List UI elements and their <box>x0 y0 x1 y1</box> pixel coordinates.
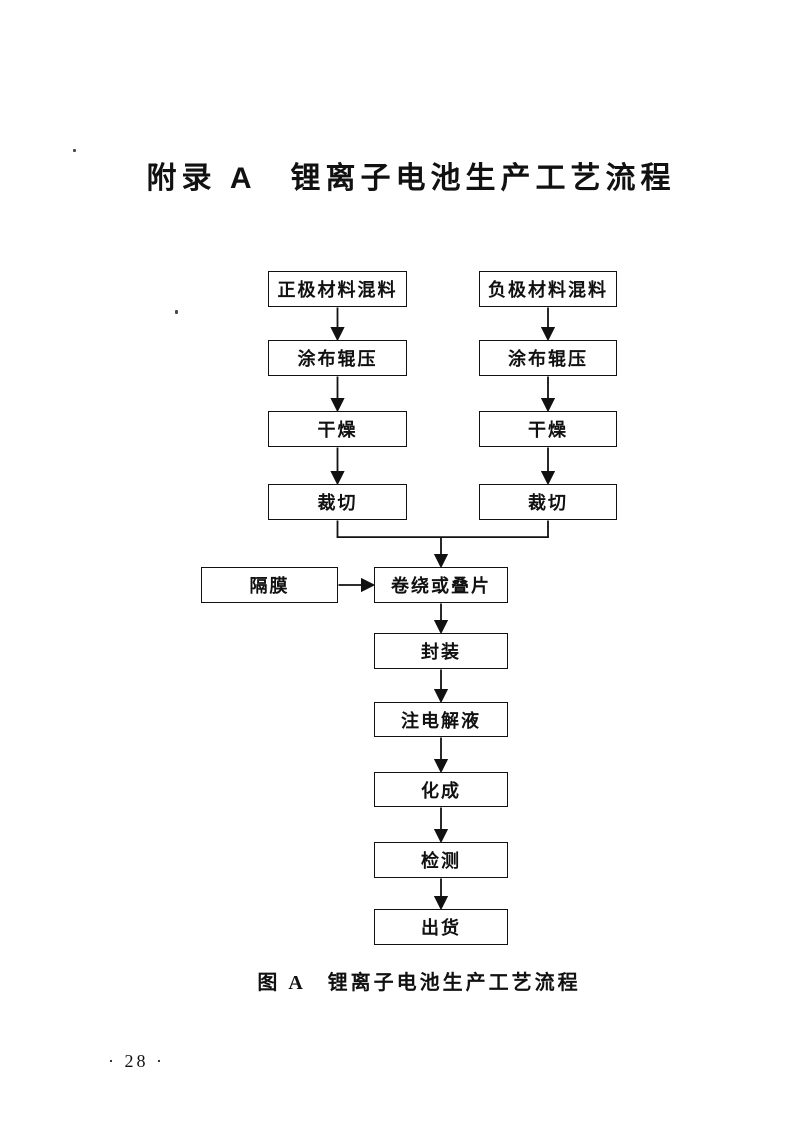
appendix-title: 附录 A 锂离子电池生产工艺流程 <box>146 162 676 195</box>
flow-box-winding-stacking: 卷绕或叠片 <box>374 567 508 603</box>
scan-speck <box>73 149 76 152</box>
flow-box-label: 正极材料混料 <box>277 280 398 300</box>
flow-box-separator: 隔膜 <box>201 567 338 603</box>
flow-box-label: 封装 <box>421 642 461 662</box>
flow-box-testing: 检测 <box>374 842 508 878</box>
flow-box-label: 干燥 <box>317 420 358 440</box>
figure-caption: 图 A 锂离子电池生产工艺流程 <box>257 972 581 994</box>
flow-box-packaging: 封装 <box>374 633 508 669</box>
flow-box-label: 隔膜 <box>249 576 290 596</box>
flow-box-positive-drying: 干燥 <box>268 411 407 447</box>
flow-box-negative-cutting: 裁切 <box>479 484 617 520</box>
flow-box-negative-drying: 干燥 <box>479 411 617 447</box>
flow-box-positive-cutting: 裁切 <box>268 484 407 520</box>
flow-box-label: 涂布辊压 <box>297 349 378 369</box>
flow-box-label: 卷绕或叠片 <box>391 576 491 596</box>
flow-box-positive-coating: 涂布辊压 <box>268 340 407 376</box>
flow-box-label: 检测 <box>421 851 461 871</box>
flow-box-label: 出货 <box>421 918 461 938</box>
flow-box-electrolyte-injection: 注电解液 <box>374 702 508 737</box>
scan-speck <box>175 310 178 314</box>
flow-box-negative-coating: 涂布辊压 <box>479 340 617 376</box>
flow-box-label: 负极材料混料 <box>488 280 608 300</box>
page-number: · 28 · <box>108 1051 165 1071</box>
flow-box-label: 注电解液 <box>401 710 481 731</box>
flow-box-shipping: 出货 <box>374 909 508 945</box>
flow-box-formation: 化成 <box>374 772 508 807</box>
flow-box-label: 干燥 <box>528 420 568 440</box>
flow-box-label: 裁切 <box>528 493 568 513</box>
flow-box-positive-mixing: 正极材料混料 <box>268 271 407 307</box>
flow-box-label: 裁切 <box>317 493 358 513</box>
flow-box-negative-mixing: 负极材料混料 <box>479 271 617 307</box>
flow-box-label: 涂布辊压 <box>508 349 588 369</box>
flow-box-label: 化成 <box>421 780 461 801</box>
